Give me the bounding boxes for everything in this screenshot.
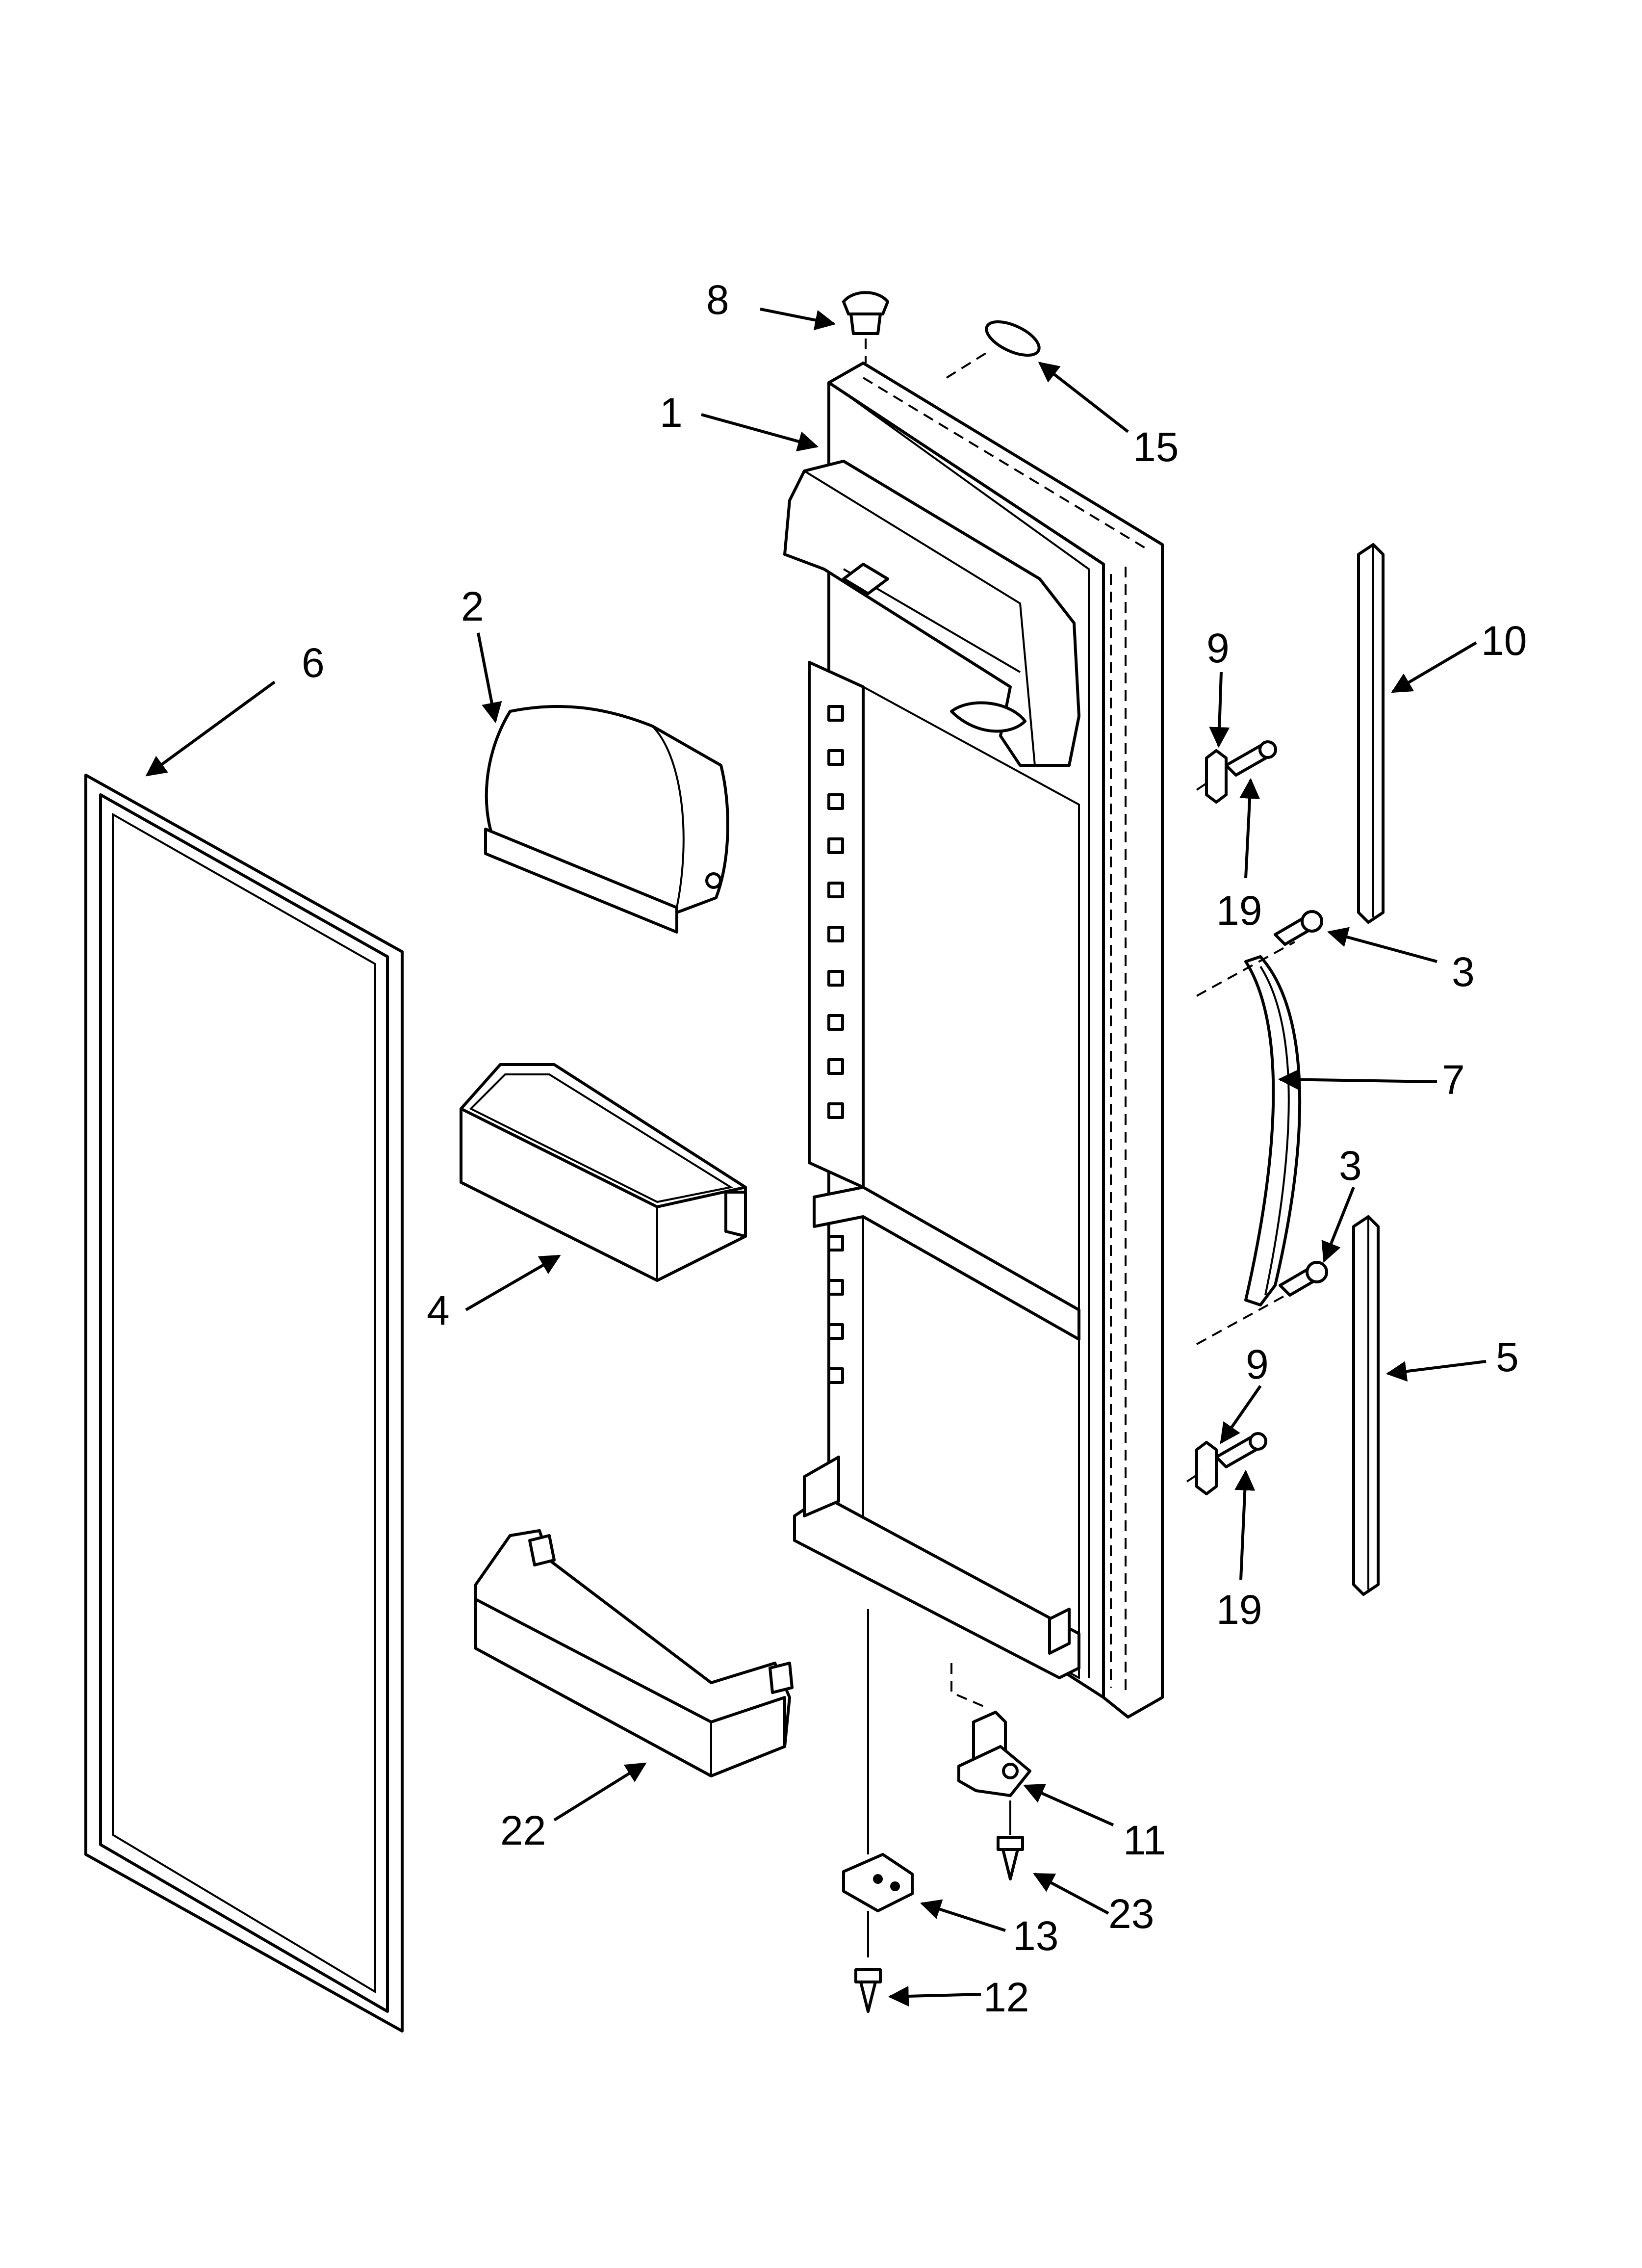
trim-strip-lower (1352, 1215, 1380, 1596)
bottom-bracket (842, 1609, 914, 1957)
callout-9-lower: 9 (1246, 1341, 1269, 1387)
leader-lines (145, 308, 1487, 2007)
handle-screw-upper (1274, 910, 1323, 946)
callout-1: 1 (660, 390, 683, 436)
callout-5: 5 (1496, 1334, 1519, 1380)
trim-strip-upper (1357, 543, 1385, 924)
callout-3-lower: 3 (1339, 1143, 1362, 1189)
bracket-screw (854, 1968, 882, 2013)
dispenser-cover (484, 705, 729, 934)
handle-screw-lower (1279, 1261, 1328, 1297)
bottom-hinge (950, 1663, 1031, 1797)
callout-2: 2 (461, 583, 484, 629)
callout-3-upper: 3 (1452, 949, 1475, 995)
door-bin-large (474, 1529, 794, 1777)
callout-6: 6 (302, 640, 325, 686)
hinge-screw (997, 1800, 1024, 1880)
callout-labels: 8 1 15 2 6 9 10 19 3 7 3 4 5 9 19 22 11 … (302, 277, 1527, 2020)
callout-4: 4 (427, 1287, 450, 1333)
plug-ring (946, 320, 1041, 379)
handle-clip-lower (1186, 1432, 1267, 1495)
callout-19-upper: 19 (1216, 887, 1262, 934)
callout-23: 23 (1108, 1891, 1154, 1937)
callout-15: 15 (1133, 424, 1179, 470)
hinge-bushing (842, 291, 889, 363)
callout-7: 7 (1442, 1057, 1465, 1103)
door-gasket (84, 774, 404, 2033)
callout-22: 22 (500, 1807, 546, 1853)
callout-8: 8 (706, 277, 729, 323)
handle-clip-upper (1196, 740, 1277, 804)
door-bin-small (460, 1063, 747, 1282)
callout-10: 10 (1481, 618, 1527, 664)
callout-19-lower: 19 (1216, 1587, 1262, 1633)
door-assembly (783, 362, 1164, 1719)
callout-9-upper: 9 (1206, 625, 1230, 671)
callout-11: 11 (1123, 1817, 1166, 1863)
callout-12: 12 (983, 1974, 1029, 2020)
callout-13: 13 (1013, 1913, 1058, 1959)
shelf-studs (827, 705, 844, 1384)
